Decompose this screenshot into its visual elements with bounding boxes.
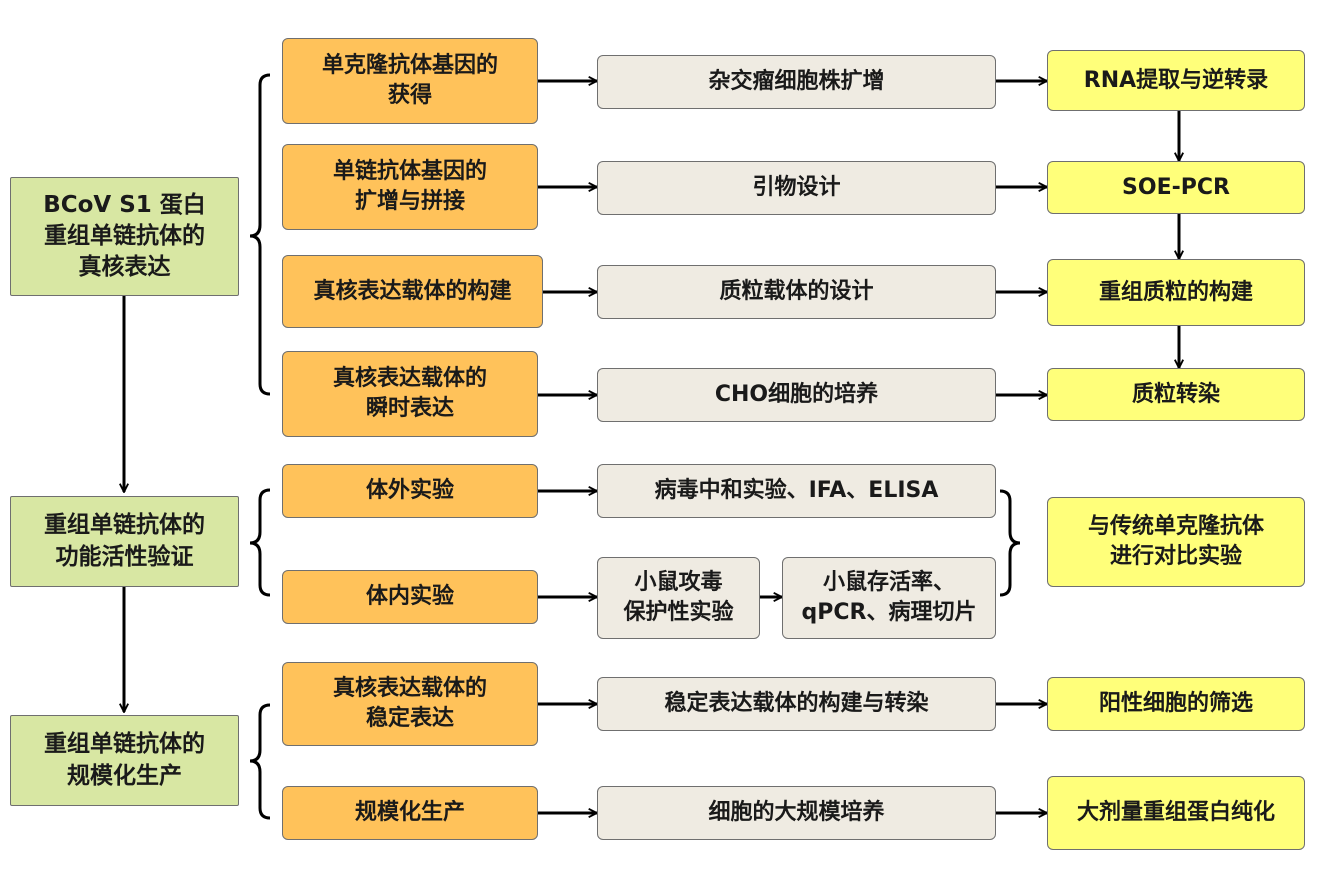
result-recombinant-plasmid: 重组质粒的构建 [1047, 259, 1305, 326]
brace-stage2 [249, 488, 271, 597]
stage-production: 重组单链抗体的 规模化生产 [10, 715, 239, 806]
step-in-vitro: 体外实验 [282, 464, 538, 518]
result-rna-extraction: RNA提取与逆转录 [1047, 50, 1305, 111]
method-in-vitro-assays: 病毒中和实验、IFA、ELISA [597, 464, 996, 518]
result-purification: 大剂量重组蛋白纯化 [1047, 776, 1305, 850]
method-hybridoma: 杂交瘤细胞株扩增 [597, 55, 996, 109]
brace-stage3 [249, 703, 271, 820]
method-primer-design: 引物设计 [597, 161, 996, 215]
method-mouse-challenge: 小鼠攻毒 保护性实验 [597, 557, 760, 639]
stage-expression: BCoV S1 蛋白 重组单链抗体的 真核表达 [10, 177, 239, 296]
method-mouse-readouts: 小鼠存活率、 qPCR、病理切片 [782, 557, 996, 639]
brace-stage1 [249, 73, 271, 396]
method-large-culture: 细胞的大规模培养 [597, 786, 996, 840]
step-scale-production: 规模化生产 [282, 786, 538, 840]
step-vector-build: 真核表达载体的构建 [282, 255, 543, 328]
step-stable-expression: 真核表达载体的 稳定表达 [282, 662, 538, 746]
step-in-vivo: 体内实验 [282, 570, 538, 624]
method-stable-vector: 稳定表达载体的构建与转染 [597, 677, 996, 731]
result-positive-screening: 阳性细胞的筛选 [1047, 677, 1305, 731]
method-plasmid-design: 质粒载体的设计 [597, 265, 996, 319]
result-comparison: 与传统单克隆抗体 进行对比实验 [1047, 497, 1305, 587]
result-transfection: 质粒转染 [1047, 368, 1305, 421]
brace-compare [999, 489, 1021, 597]
result-soe-pcr: SOE-PCR [1047, 161, 1305, 214]
step-antibody-gene: 单克隆抗体基因的 获得 [282, 38, 538, 124]
step-transient-expression: 真核表达载体的 瞬时表达 [282, 351, 538, 437]
stage-validation: 重组单链抗体的 功能活性验证 [10, 496, 239, 587]
method-cho-culture: CHO细胞的培养 [597, 368, 996, 422]
step-scfv-amplify: 单链抗体基因的 扩增与拼接 [282, 144, 538, 230]
